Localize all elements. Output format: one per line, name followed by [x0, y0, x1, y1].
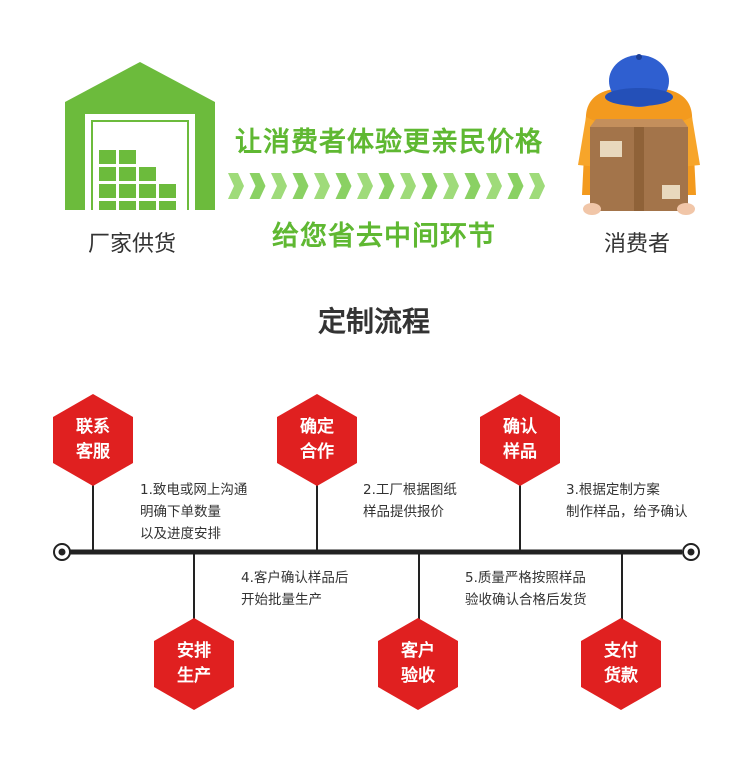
- chevron-mark: [335, 173, 352, 199]
- node-pay: 支付 货款: [581, 618, 661, 710]
- delivery-person-icon: [578, 54, 700, 215]
- step-1-text: 1.致电或网上沟通 明确下单数量 以及进度安排: [140, 482, 248, 542]
- chevron-mark: [400, 173, 416, 199]
- chevron-mark: [357, 173, 373, 199]
- chevron-mark: [464, 173, 481, 199]
- factory-illustration: [65, 62, 215, 212]
- node-customer-acceptance: 客户 验收: [378, 618, 458, 710]
- node-confirm-cooperation: 确定 合作: [277, 394, 357, 486]
- node-label: 客户 验收: [401, 641, 435, 686]
- node-label: 确认 样品: [503, 417, 537, 462]
- chevron-mark: [314, 173, 330, 199]
- step-2-text: 2.工厂根据图纸 样品提供报价: [363, 482, 457, 520]
- factory-label: 厂家供货: [88, 232, 177, 257]
- chevron-mark: [228, 173, 244, 199]
- slogan-top: 让消费者体验更亲民价格: [235, 127, 543, 158]
- chevron-mark: [421, 173, 438, 199]
- node-confirm-sample: 确认 样品: [480, 394, 560, 486]
- connector-4: [418, 553, 420, 638]
- consumer-label: 消费者: [604, 232, 671, 257]
- node-label: 确定 合作: [300, 417, 334, 462]
- consumer-illustration: [574, 45, 704, 220]
- connector-6: [621, 553, 623, 638]
- connector-5: [519, 480, 521, 550]
- chevron-mark: [378, 173, 395, 199]
- chevron-mark: [529, 173, 545, 199]
- node-label: 支付 货款: [604, 641, 638, 686]
- node-contact-service: 联系 客服: [53, 394, 133, 486]
- warehouse-icon: [65, 62, 215, 210]
- connector-1: [92, 480, 94, 550]
- slogan-bottom: 给您省去中间环节: [272, 221, 496, 252]
- connector-2: [193, 553, 195, 638]
- node-label: 安排 生产: [177, 641, 211, 686]
- step-3-text: 3.根据定制方案 制作样品，给予确认: [566, 482, 688, 520]
- timeline-axis: [52, 541, 702, 563]
- node-arrange-production: 安排 生产: [154, 618, 234, 710]
- chevron-mark: [507, 173, 524, 199]
- node-label: 联系 客服: [76, 417, 110, 462]
- step-4-text: 4.客户确认样品后 开始批量生产: [241, 570, 349, 608]
- chevron-mark: [249, 173, 266, 199]
- chevron-mark: [443, 173, 459, 199]
- chevron-arrows-icon: [226, 172, 556, 200]
- chevron-mark: [271, 173, 287, 199]
- step-5-text: 5.质量严格按照样品 验收确认合格后发货: [465, 570, 587, 608]
- connector-3: [316, 480, 318, 550]
- section-title: 定制流程: [318, 305, 431, 338]
- chevron-mark: [486, 173, 502, 199]
- chevron-mark: [292, 173, 309, 199]
